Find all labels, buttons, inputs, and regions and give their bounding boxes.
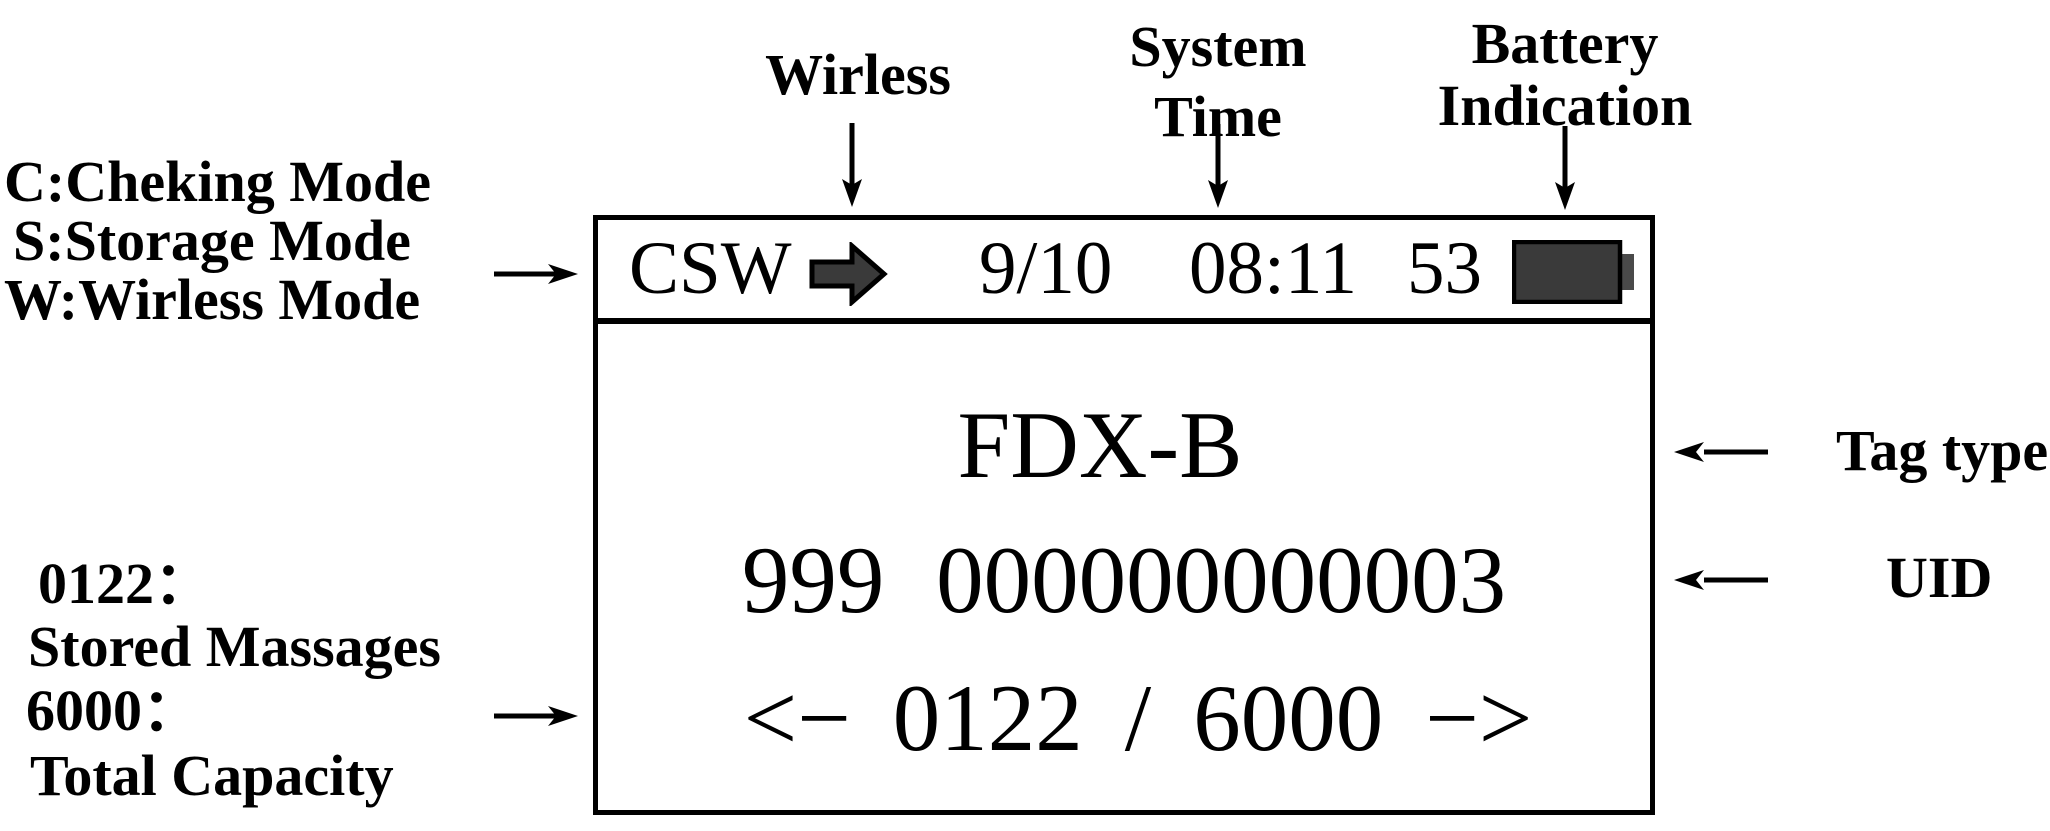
device-screen: CSW 9/10 08:11 53 FDX-B 999 000000000003… [593,215,1655,815]
total-capacity-value: 6000 [1193,665,1384,771]
down-arrow-icon [1555,126,1575,210]
down-arrow-icon [1208,124,1228,208]
wireless-transfer-icon [809,242,888,306]
battery-icon [1512,240,1634,304]
system-time-line1: System [1129,14,1307,79]
right-arrow-icon [494,706,578,726]
storage-legend-count: 0122： [38,551,213,616]
wireless-callout-label: Wirless [765,42,951,107]
battery-callout-label: Battery Indication [1415,13,1715,137]
screen-record-counter: <−0122/6000−> [612,671,1664,766]
mode-legend: C:Cheking Mode S:Storage Mode W:Wirless … [4,152,431,329]
mode-legend-checking: C:Cheking Mode [4,149,431,214]
status-battery-percent: 53 [1407,227,1482,310]
storage-legend-count-desc: Stored Massages [28,614,441,679]
screen-tag-type: FDX-B [957,392,1243,498]
down-arrow-icon [842,123,862,207]
counter-separator: / [1124,665,1152,771]
status-date: 9/10 [979,227,1113,310]
tag-type-callout-label: Tag type [1836,418,2049,483]
screen-uid: 999 000000000003 [741,527,1507,633]
system-time-callout-label: System Time [1093,12,1343,152]
stored-count-value: 0122 [892,665,1083,771]
left-arrow-icon [1674,442,1768,462]
next-record-arrow: −> [1425,665,1533,771]
storage-legend-capacity: 6000： [26,678,201,743]
left-arrow-icon [1674,570,1768,590]
uid-callout-label: UID [1886,545,1993,610]
storage-legend-capacity-desc: Total Capacity [30,743,394,808]
mode-legend-storage: S:Storage Mode [13,208,411,273]
battery-line1: Battery [1471,11,1659,76]
status-time: 08:11 [1189,227,1358,310]
status-mode-indicator: CSW [629,227,792,310]
right-arrow-icon [494,264,578,284]
mode-legend-wireless: W:Wirless Mode [4,267,421,332]
prev-record-arrow: <− [743,665,851,771]
status-bar-divider [598,318,1650,324]
